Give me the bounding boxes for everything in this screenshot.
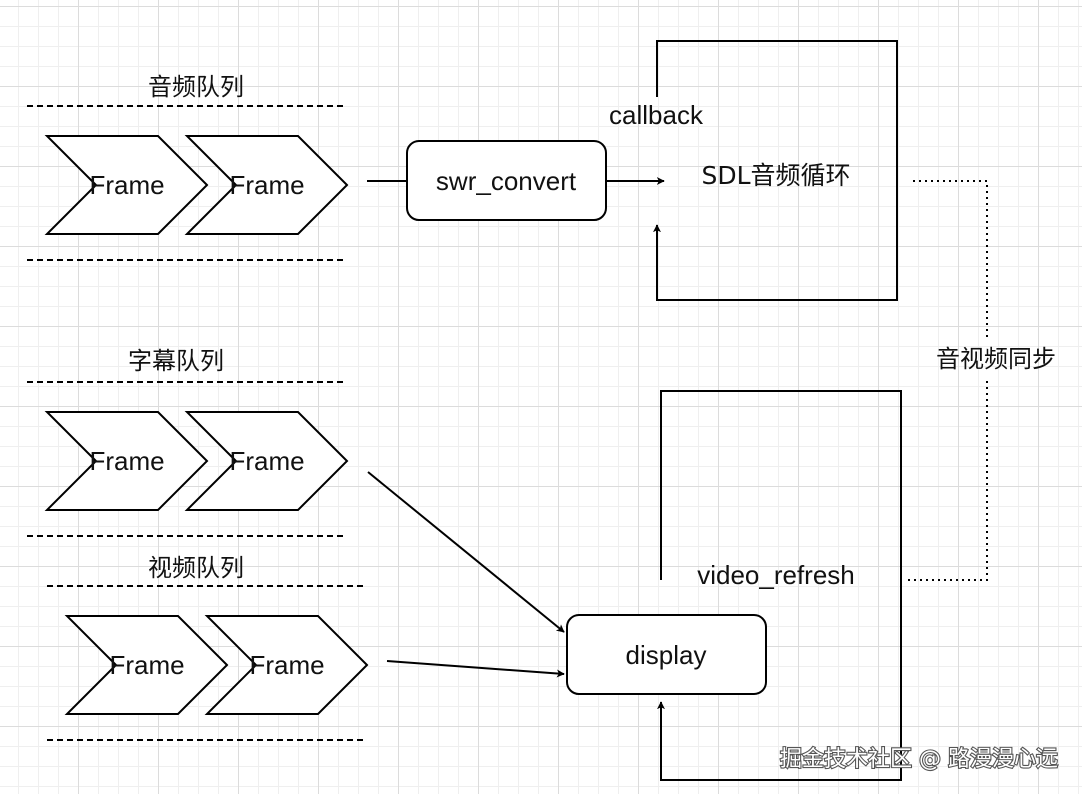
subtitle-frame-1-shape xyxy=(44,411,209,511)
swr-convert-node xyxy=(406,140,607,221)
subtitle-frame-2-label: Frame xyxy=(229,446,304,476)
subtitle-frame-2-shape xyxy=(184,411,349,511)
audio-frame-2-label: Frame xyxy=(229,170,304,200)
arrow-video-to-display xyxy=(386,660,565,678)
audio-frame-2-shape xyxy=(184,135,349,235)
swr-convert-label: swr_convert xyxy=(436,166,577,196)
audio-frame-1-shape xyxy=(44,135,209,235)
sdl-loop-outline xyxy=(653,40,898,301)
audio-queue: 音频队列 Frame Frame xyxy=(27,73,349,261)
video-queue-title: 视频队列 xyxy=(148,554,244,582)
audio-queue-title: 音频队列 xyxy=(148,73,244,101)
subtitle-queue: 字幕队列 Frame Frame xyxy=(27,347,349,537)
av-sync-label: 音视频同步 xyxy=(936,345,1056,373)
arrow-subtitle-to-display xyxy=(367,471,565,633)
watermark: 掘金技术社区 @ 路漫漫心远 xyxy=(780,747,1058,772)
callback-label: callback xyxy=(609,100,704,130)
video-frame-1-label: Frame xyxy=(109,650,184,680)
video-frame-2-label: Frame xyxy=(249,650,324,680)
subtitle-queue-title: 字幕队列 xyxy=(128,347,224,375)
video-queue: 视频队列 Frame Frame xyxy=(47,554,369,741)
video-refresh-outline xyxy=(657,390,902,781)
sdl-loop-label: SDL音频循环 xyxy=(701,161,850,190)
video-frame-1-shape xyxy=(64,615,229,715)
video-refresh-label: video_refresh xyxy=(697,560,855,590)
audio-frame-1-label: Frame xyxy=(89,170,164,200)
sync-connector-top xyxy=(913,180,988,337)
sync-connector-bottom xyxy=(907,381,988,581)
display-label: display xyxy=(626,640,707,670)
video-frame-2-shape xyxy=(204,615,369,715)
display-node xyxy=(566,614,767,695)
subtitle-frame-1-label: Frame xyxy=(89,446,164,476)
